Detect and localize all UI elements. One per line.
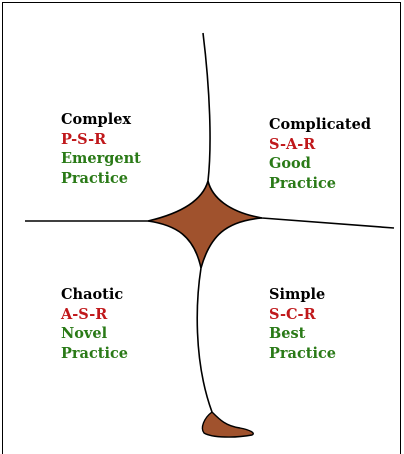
quadrant-practice-label: Best [269, 325, 306, 342]
quadrant-chaotic: Chaotic A-S-R Novel Practice [61, 285, 128, 363]
center-lower-right-curve [200, 217, 263, 269]
quadrant-domain-label: Complex [61, 111, 132, 128]
quadrant-framework-label: P-S-R [61, 130, 107, 148]
quadrant-practice-label: Emergent [61, 150, 141, 167]
quadrant-simple: Simple S-C-R Best Practice [269, 285, 336, 363]
quadrant-complicated: Complicated S-A-R Good Practice [269, 115, 371, 193]
center-region [148, 181, 262, 268]
bottom-blob [201, 411, 254, 438]
quadrant-practice-label: Good [269, 155, 311, 172]
quadrant-practice-label: Practice [269, 344, 337, 362]
quadrant-framework-label: A-S-R [61, 305, 108, 323]
center-lower-left-curve [147, 220, 202, 269]
quadrant-framework-label: S-A-R [269, 135, 316, 153]
quadrant-domain-label: Simple [269, 286, 326, 303]
lower-vertical-curve [196, 267, 213, 413]
quadrant-practice-label: Practice [61, 344, 129, 362]
upper-vertical-curve [202, 32, 395, 229]
quadrant-practice-label: Practice [61, 169, 129, 187]
quadrant-complex: Complex P-S-R Emergent Practice [61, 110, 141, 188]
quadrant-practice-label: Practice [269, 174, 337, 192]
quadrant-domain-label: Complicated [269, 116, 371, 133]
quadrant-framework-label: S-C-R [269, 305, 316, 323]
quadrant-practice-label: Novel [61, 325, 108, 342]
quadrant-domain-label: Chaotic [61, 286, 124, 303]
